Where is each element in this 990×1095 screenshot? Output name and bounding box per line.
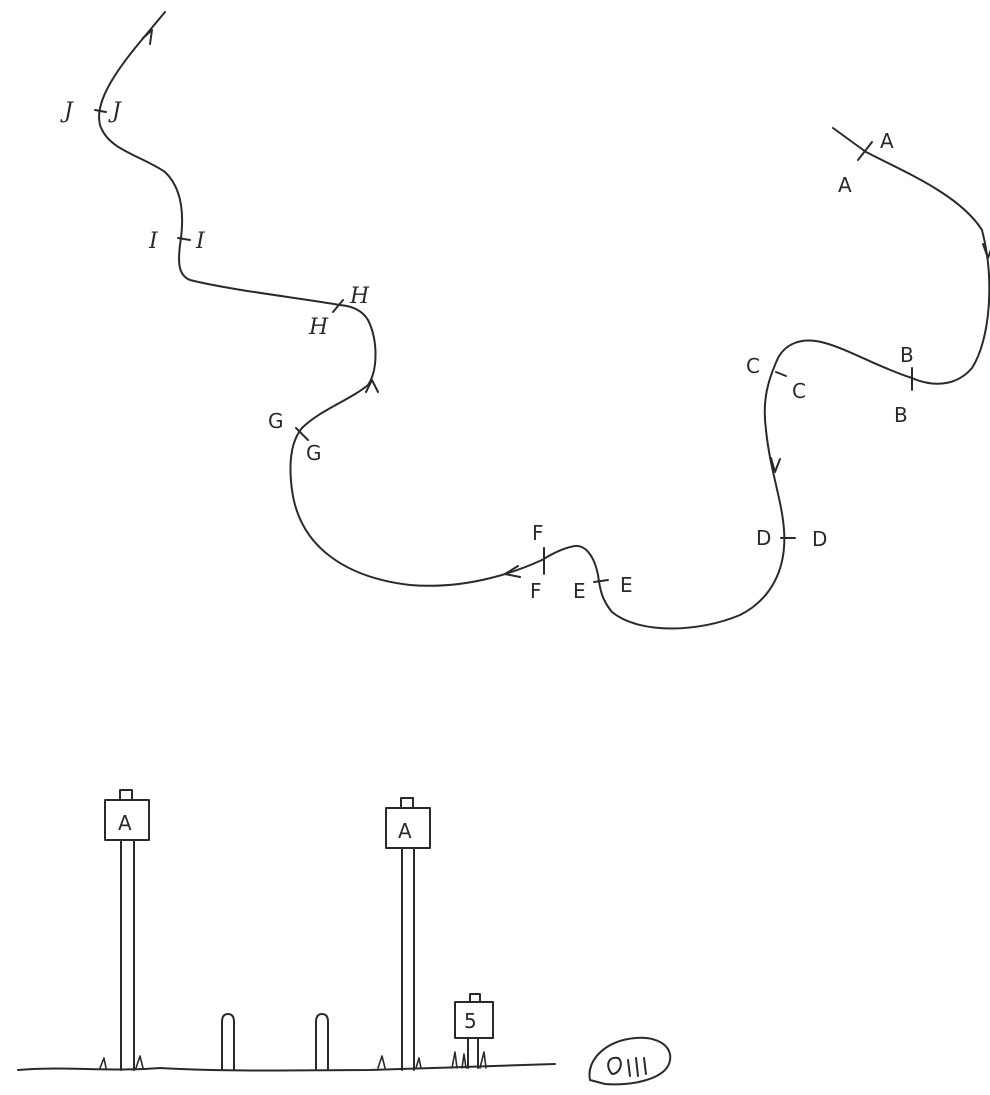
station-g-right: G [306,441,322,465]
arrow-marker [770,457,781,473]
arrow-marker [365,379,379,393]
arrow-marker [504,565,521,578]
tick-e [593,579,609,583]
short-post [221,1013,235,1071]
station-b-left: B [900,343,914,367]
arrow-marker [982,243,990,259]
station-d-right: D [812,527,827,551]
station-c-left: C [746,354,760,378]
marker-5-sign [454,993,494,1069]
tick-i [177,237,191,241]
station-i-right: I [195,229,206,254]
signpost-a-left [104,789,150,1071]
station-f-left: F [532,521,544,545]
signpost-a-right [385,797,431,1071]
grass-tufts [99,1051,487,1069]
station-a-left: A [838,173,852,197]
station-h-left: H [308,315,329,340]
marker-5-label: 5 [464,1009,477,1033]
station-ticks [94,109,913,583]
tick-a [857,141,873,161]
station-c-right: C [792,379,806,403]
tick-j [94,109,107,113]
station-b-right: B [894,403,908,427]
arrow-marker [142,29,153,45]
station-labels: A A B B C C D D E E F F G G H H I I J J [60,99,914,603]
station-j-right: J [108,99,122,124]
signpost-a-left-label: A [118,811,132,835]
short-post [315,1013,329,1071]
rock [588,1036,672,1086]
station-h-right: H [349,284,370,309]
station-a-right: A [880,129,894,153]
station-f-right: F [530,579,542,603]
station-d-left: D [756,526,771,550]
tick-g [295,427,309,441]
signpost-a-right-label: A [398,819,412,843]
direction-arrows [142,29,990,578]
station-i-left: I [148,229,159,254]
tick-h [332,299,344,313]
station-g-left: G [268,409,284,433]
station-e-left: E [573,579,586,603]
tick-c [775,371,787,377]
station-j-left: J [60,99,74,124]
station-e-right: E [620,573,633,597]
ground-line [17,1063,556,1072]
trail-path [98,11,990,630]
